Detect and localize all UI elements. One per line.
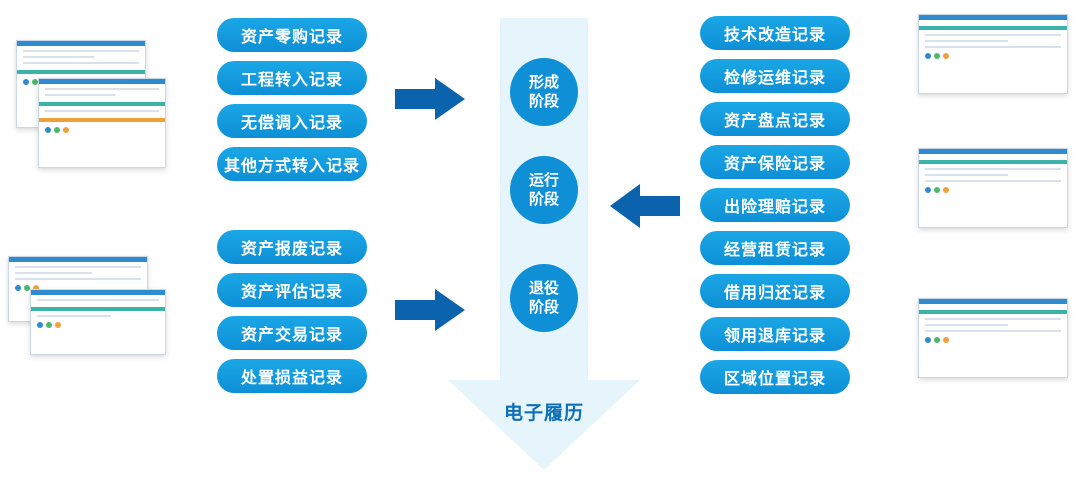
- record-other-transfer: 其他方式转入记录: [217, 147, 367, 181]
- record-asset-evaluation: 资产评估记录: [217, 273, 367, 307]
- screenshot-thumbnail: [918, 148, 1068, 228]
- record-asset-trade: 资产交易记录: [217, 316, 367, 350]
- stage-formation-line2: 阶段: [528, 92, 559, 110]
- electronic-record-label: 电子履历: [503, 402, 584, 424]
- screenshot-thumbnail: [30, 289, 166, 355]
- record-operating-lease: 经营租赁记录: [700, 231, 850, 265]
- arrow-right-formation: [395, 78, 465, 120]
- stage-formation: 形成 阶段: [510, 58, 578, 126]
- record-borrow-return: 借用归还记录: [700, 274, 850, 308]
- arrow-right-retirement: [395, 289, 465, 331]
- record-asset-insurance: 资产保险记录: [700, 145, 850, 179]
- screenshot-thumbnail: [38, 78, 166, 168]
- stage-retirement-line2: 阶段: [528, 298, 559, 316]
- record-project-transfer: 工程转入记录: [217, 61, 367, 95]
- record-tech-renovation: 技术改造记录: [700, 16, 850, 50]
- record-asset-scrap: 资产报废记录: [217, 230, 367, 264]
- stage-column: 形成 阶段 运行 阶段 退役 阶段 电子履历: [448, 18, 640, 468]
- stage-operation-line1: 运行: [528, 171, 559, 190]
- stage-operation: 运行 阶段: [510, 156, 578, 224]
- record-asset-purchase: 资产零购记录: [217, 18, 367, 52]
- stage-retirement: 退役 阶段: [510, 264, 578, 332]
- stage-operation-line2: 阶段: [528, 190, 559, 208]
- screenshot-thumbnail: [918, 14, 1068, 94]
- record-insurance-claim: 出险理赔记录: [700, 188, 850, 222]
- stage-retirement-line1: 退役: [528, 279, 559, 298]
- stage-formation-line1: 形成: [528, 73, 559, 92]
- arrow-left-operation: [610, 184, 680, 228]
- record-inventory-check: 资产盘点记录: [700, 102, 850, 136]
- record-issue-return: 领用退库记录: [700, 317, 850, 351]
- record-maintenance: 检修运维记录: [700, 59, 850, 93]
- record-location: 区域位置记录: [700, 360, 850, 394]
- record-free-transfer: 无偿调入记录: [217, 104, 367, 138]
- record-disposal-gain-loss: 处置损益记录: [217, 359, 367, 393]
- screenshot-thumbnail: [918, 298, 1068, 378]
- lifecycle-down-arrow: [448, 18, 640, 470]
